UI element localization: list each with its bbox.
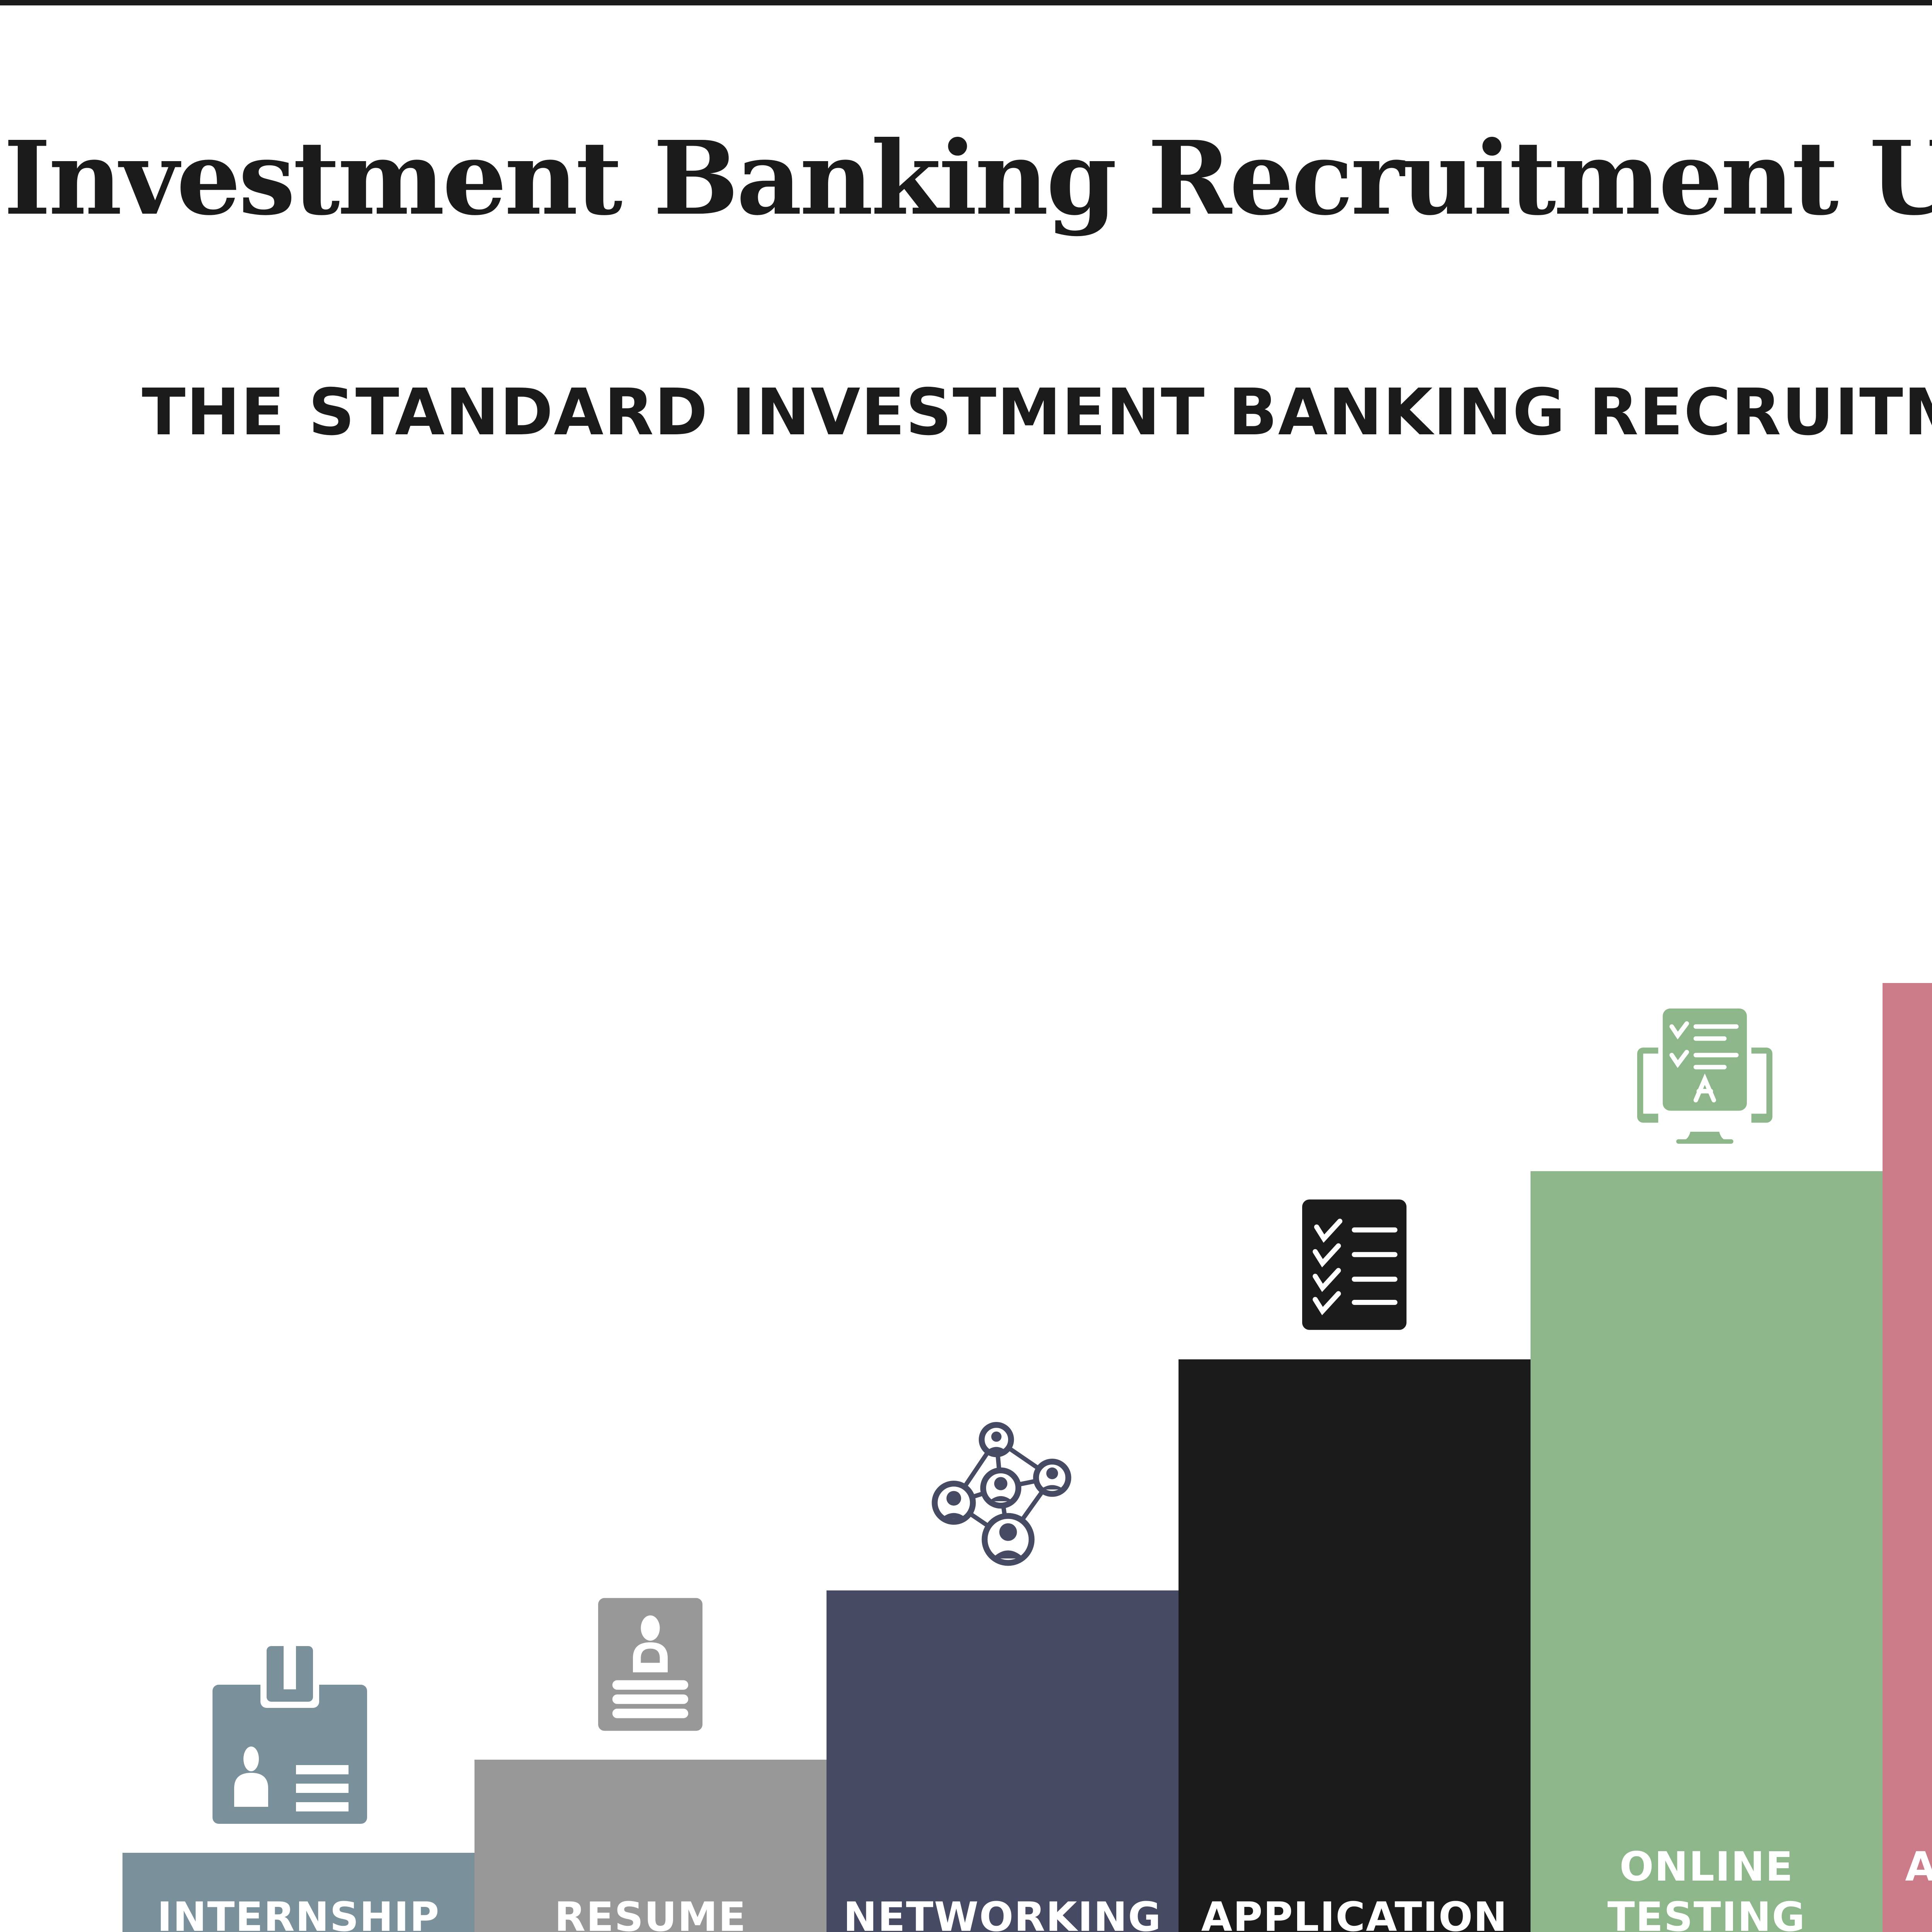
- page-title: Investment Banking Recruitment Ultimate …: [3, 119, 1932, 238]
- id-badge-icon: [213, 1646, 367, 1824]
- bar-label: APPLICATION: [1201, 1893, 1508, 1932]
- bar-networking: NETWORKING: [827, 1590, 1179, 1932]
- online-test-monitor-icon: [1637, 1009, 1772, 1144]
- bar-internship: INTERNSHIP: [122, 1853, 474, 1932]
- resume-icon: [598, 1598, 702, 1731]
- bar-label: INTERNSHIP: [157, 1893, 440, 1932]
- bar-label: ASSESSMENT CENTERS: [1905, 1843, 1932, 1890]
- bar-assessment-centers: ASSESSMENT CENTERS: [1883, 983, 1932, 1932]
- bar-label: ONLINE TESTING: [1607, 1843, 1806, 1932]
- bar-resume: RESUME: [474, 1760, 827, 1932]
- bar-online-testing: ONLINE TESTING: [1531, 1171, 1883, 1932]
- top-border: [0, 0, 1932, 5]
- network-icon: [932, 1422, 1071, 1566]
- bar-application: APPLICATION: [1179, 1359, 1531, 1932]
- bar-label: NETWORKING: [843, 1893, 1162, 1932]
- page-subtitle: THE STANDARD INVESTMENT BANKING RECRUITM…: [141, 375, 1932, 450]
- bar-label: RESUME: [554, 1893, 747, 1932]
- checklist-icon: [1302, 1199, 1406, 1330]
